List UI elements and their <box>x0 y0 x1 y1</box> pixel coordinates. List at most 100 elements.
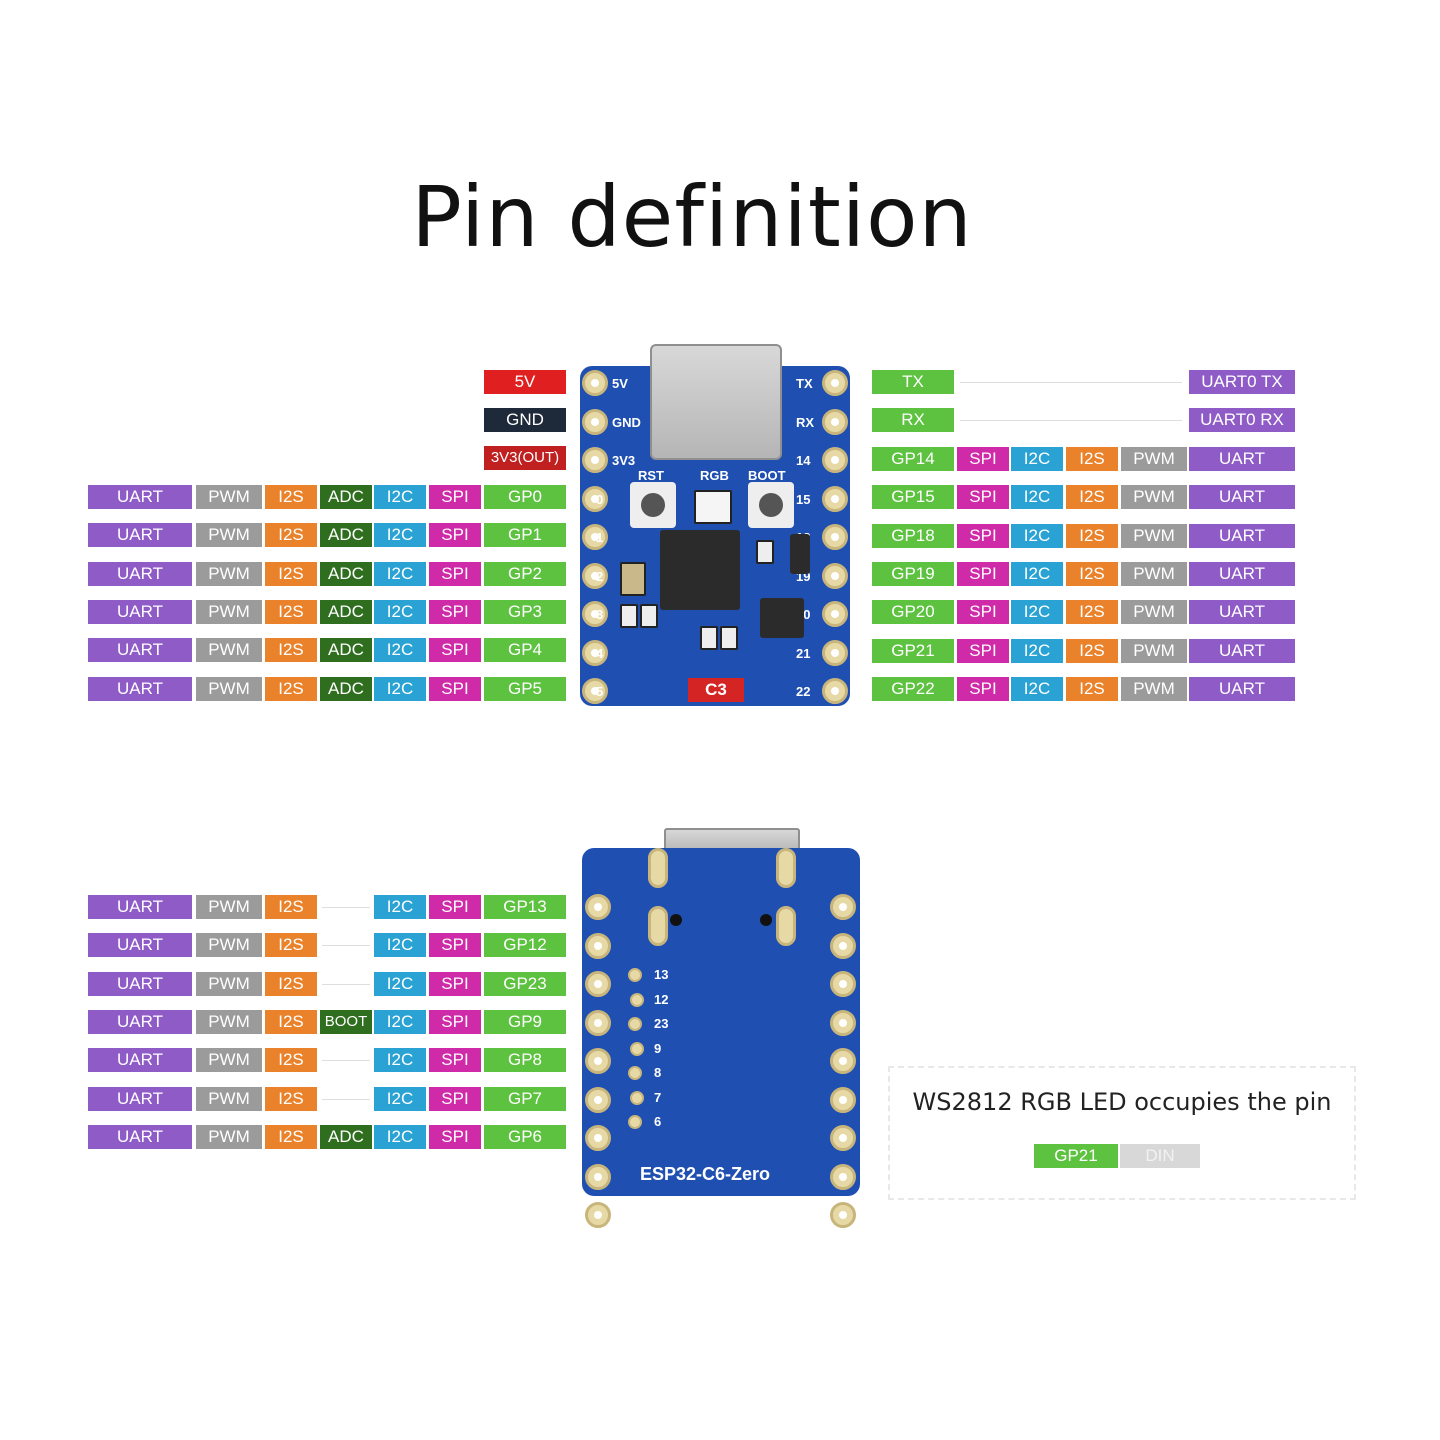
header-pad <box>582 447 608 473</box>
header-pad <box>822 639 848 666</box>
header-pad <box>582 639 608 666</box>
left-spi-chip: SPI <box>429 561 481 586</box>
header-pad <box>582 408 608 435</box>
left-gp-chip: GP1 <box>484 523 566 548</box>
left-i2s-chip: I2S <box>265 485 317 509</box>
header-pad <box>830 1125 856 1151</box>
silk-left-3v3: 3V3 <box>612 453 636 468</box>
left-pwm-chip: PWM <box>196 561 262 586</box>
right-gp-chip: GP15 <box>872 485 954 510</box>
silk-right-rx: RX <box>796 414 815 430</box>
left-adc-chip: ADC <box>320 561 372 586</box>
header-pad <box>585 971 611 997</box>
left-gp-chip: GP3 <box>484 599 566 624</box>
left-uart-chip: UART <box>88 485 192 509</box>
header-pad <box>585 1163 611 1190</box>
connector-line <box>322 1098 370 1100</box>
right-gp-chip: GP14 <box>872 447 954 471</box>
back-pad-label: 9 <box>654 1040 662 1056</box>
header-pad <box>822 562 848 589</box>
header-pad <box>830 1086 856 1113</box>
right-gp-chip: GP18 <box>872 523 954 548</box>
right-i2s-chip: I2S <box>1066 485 1118 510</box>
left-adc-chip: ADC <box>320 638 372 663</box>
bottom-i2s-chip: I2S <box>265 933 317 958</box>
header-pad <box>822 370 848 396</box>
right-pwm-chip: PWM <box>1121 638 1187 663</box>
right-uart-chip: UART <box>1189 523 1295 548</box>
silk-left-1: 1 <box>596 530 604 545</box>
right-uart-chip: UART <box>1189 485 1295 510</box>
silk-left-3: 3 <box>596 607 604 622</box>
right-uart-chip: UART <box>1189 638 1295 663</box>
left-spi-chip: SPI <box>429 638 481 663</box>
test-pad <box>628 1115 642 1129</box>
bottom-i2c-chip: I2C <box>374 1124 426 1149</box>
bottom-gp-chip: GP13 <box>484 895 566 919</box>
header-pad <box>582 524 608 550</box>
header-pad <box>582 562 608 589</box>
boot-button <box>748 482 794 528</box>
left-i2c-chip: I2C <box>374 676 426 701</box>
bottom-i2s-chip: I2S <box>265 1009 317 1034</box>
silk-left-0: 0 <box>596 491 604 507</box>
right-i2c-chip: I2C <box>1011 638 1063 663</box>
power-label-gnd: GND <box>484 408 566 432</box>
silk-right-tx: TX <box>796 376 813 391</box>
bottom-i2c-chip: I2C <box>374 1086 426 1111</box>
left-i2s-chip: I2S <box>265 523 317 548</box>
silk-left-5v: 5V <box>612 376 628 391</box>
ws2812-note: WS2812 RGB LED occupies the pin GP21 DIN <box>888 1066 1356 1200</box>
left-pwm-chip: PWM <box>196 485 262 509</box>
left-pwm-chip: PWM <box>196 638 262 663</box>
header-pad <box>822 601 848 627</box>
esp-chip <box>660 530 740 610</box>
right-rx-chip: RX <box>872 408 954 432</box>
bottom-pwm-chip: PWM <box>196 1009 262 1034</box>
left-uart-chip: UART <box>88 561 192 586</box>
right-spi-chip: SPI <box>957 600 1009 625</box>
header-pad <box>585 894 611 920</box>
header-pad <box>830 971 856 997</box>
left-adc-chip: ADC <box>320 676 372 701</box>
chip-label: C3 <box>688 678 744 702</box>
header-pad <box>585 1009 611 1036</box>
left-uart-chip: UART <box>88 523 192 548</box>
header-pad <box>830 1202 856 1228</box>
left-pwm-chip: PWM <box>196 676 262 701</box>
bottom-uart-chip: UART <box>88 1086 192 1111</box>
silk-right-14: 14 <box>796 453 811 468</box>
right-pwm-chip: PWM <box>1121 485 1187 510</box>
left-i2s-chip: I2S <box>265 638 317 663</box>
right-pwm-chip: PWM <box>1121 600 1187 625</box>
bottom-uart-chip: UART <box>88 1048 192 1073</box>
right-i2s-chip: I2S <box>1066 561 1118 586</box>
header-pad <box>822 485 848 512</box>
silk-right-15: 15 <box>796 491 811 507</box>
test-pad <box>630 1090 644 1105</box>
connector-line <box>960 382 1182 383</box>
bottom-uart-chip: UART <box>88 933 192 958</box>
left-gp-chip: GP2 <box>484 561 566 586</box>
right-i2s-chip: I2S <box>1066 447 1118 471</box>
header-pad <box>830 1163 856 1190</box>
back-pad-label: 7 <box>654 1089 662 1105</box>
header-pad <box>830 894 856 920</box>
bottom-spi-chip: SPI <box>429 971 481 996</box>
bottom-i2c-chip: I2C <box>374 1009 426 1034</box>
right-i2s-chip: I2S <box>1066 638 1118 663</box>
bottom-i2s-chip: I2S <box>265 1124 317 1149</box>
left-pwm-chip: PWM <box>196 523 262 548</box>
bottom-i2s-chip: I2S <box>265 1086 317 1111</box>
rgb-led <box>694 490 732 524</box>
left-i2s-chip: I2S <box>265 599 317 624</box>
bottom-i2c-chip: I2C <box>374 895 426 919</box>
left-i2s-chip: I2S <box>265 676 317 701</box>
left-uart-chip: UART <box>88 599 192 624</box>
back-pad-label: 13 <box>654 967 669 982</box>
bottom-spi-chip: SPI <box>429 1048 481 1073</box>
note-text: WS2812 RGB LED occupies the pin <box>912 1088 1332 1116</box>
left-i2c-chip: I2C <box>374 485 426 509</box>
bottom-pwm-chip: PWM <box>196 895 262 919</box>
silk-left-5: 5 <box>596 684 604 699</box>
